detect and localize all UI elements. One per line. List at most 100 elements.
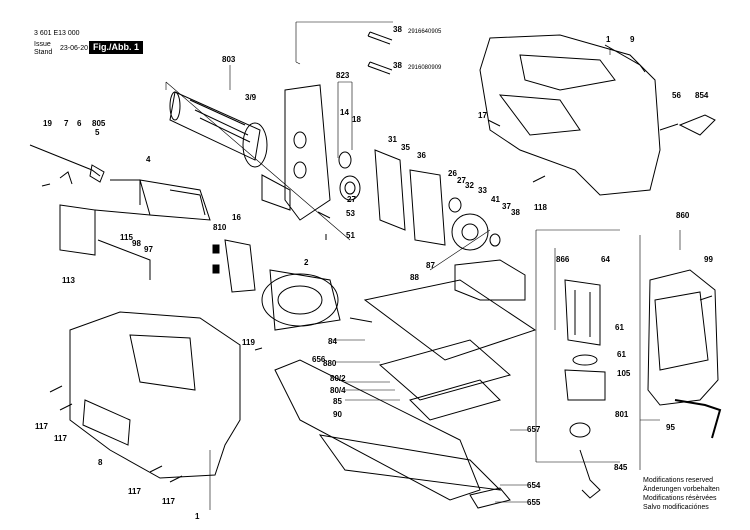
callout-119: 119 [242,338,255,347]
housing-half-left [69,311,241,479]
gear-cover [647,269,719,406]
gear-41 [451,213,489,251]
callout-6: 6 [77,119,82,128]
leader-860-bracket [535,229,620,463]
callout-27: 27 [347,195,356,204]
callout-803: 803 [222,55,236,64]
callout-51: 51 [346,231,355,240]
brush-holder [224,239,256,293]
part-655 [469,487,511,509]
document-number: 3 601 E13 000 [34,30,80,37]
callout-33: 33 [478,186,487,195]
callout-95: 95 [666,423,675,432]
callout-823: 823 [336,71,350,80]
callout-85: 85 [333,397,342,406]
callout-656: 656 [312,355,326,364]
label-8 [82,399,131,446]
callout-19: 19 [43,119,52,128]
callout-26: 26 [448,169,457,178]
gear-housing-87 [454,259,526,301]
callout-8: 8 [98,458,103,467]
callout-27: 27 [457,176,466,185]
callout-38: 38 [393,25,402,34]
callout-38: 38 [511,208,520,217]
callout-61: 61 [615,323,624,332]
switch-unit [139,179,211,221]
callout-801: 801 [615,410,629,419]
leader-880 [335,361,400,401]
housing-half-right [479,34,661,196]
figure-label: Fig./Abb. 1 [89,41,143,54]
callout-3-9: 3/9 [245,93,257,102]
callout-4: 4 [146,155,151,164]
pin-38b [367,61,393,75]
allen-key-84 [349,317,373,323]
electronics-113 [59,204,96,256]
callout-32: 32 [465,181,474,190]
callout-1: 1 [195,512,200,521]
callout-41: 41 [491,195,500,204]
callout-17: 17 [478,111,487,120]
dust-extraction [274,359,481,501]
plate-36 [409,169,446,246]
callout-80-2: 80/2 [330,374,346,383]
callout-2: 2 [304,258,309,267]
callout-118: 118 [534,203,547,212]
leader-823 [337,81,353,158]
callout-97: 97 [144,245,153,254]
issue-label: Issue [34,41,51,48]
plunger-assembly [564,279,606,499]
note-line: Modifications reserved [643,477,714,484]
callout-84: 84 [328,337,337,346]
callout-31: 31 [388,135,397,144]
callout-88: 88 [410,273,419,282]
callout-53: 53 [346,209,355,218]
pin-119 [254,347,263,351]
base-plate-880 [378,339,512,401]
callout-14: 14 [340,108,349,117]
plate-31 [374,149,406,231]
label-9 [604,44,646,73]
bearing-14 [338,151,352,169]
screw-99 [699,295,713,301]
part-number-38a: 2916640905 [408,29,442,35]
lever-854 [678,114,716,136]
armature [169,91,268,168]
modification-notes: Modifications reserved Änderungen vorbeh… [643,476,720,512]
note-line: Änderungen vorbehalten [643,486,720,493]
callout-117: 117 [162,497,175,506]
callout-805: 805 [92,119,106,128]
callout-117: 117 [35,422,48,431]
callout-655: 655 [527,498,541,507]
leader-657 [495,429,528,503]
pin-38a [367,31,393,45]
stand-label: Stand [34,49,53,56]
callout-37: 37 [502,202,511,211]
callout-99: 99 [704,255,713,264]
callout-854: 854 [695,91,709,100]
callout-18: 18 [352,115,361,124]
guide-plate [363,279,537,361]
callout-105: 105 [617,369,631,378]
callout-7: 7 [64,119,69,128]
leader-38-bracket [295,21,393,65]
cover-657 [318,434,502,491]
callout-80-4: 80/4 [330,386,346,395]
callout-38: 38 [393,61,402,70]
bearing-27 [339,175,361,201]
callout-5: 5 [95,128,100,137]
screws-117 [49,385,183,483]
callout-98: 98 [132,239,141,248]
screw-56 [659,123,679,131]
gear-33 [448,197,462,213]
callout-657: 657 [527,425,541,434]
callout-87: 87 [426,261,435,270]
callout-654: 654 [527,481,541,490]
blade-guard-95 [674,399,722,439]
bearing-housing [261,84,331,221]
cable-assembly [29,144,105,187]
pin-53-51 [317,211,331,240]
field-stator [261,269,341,331]
